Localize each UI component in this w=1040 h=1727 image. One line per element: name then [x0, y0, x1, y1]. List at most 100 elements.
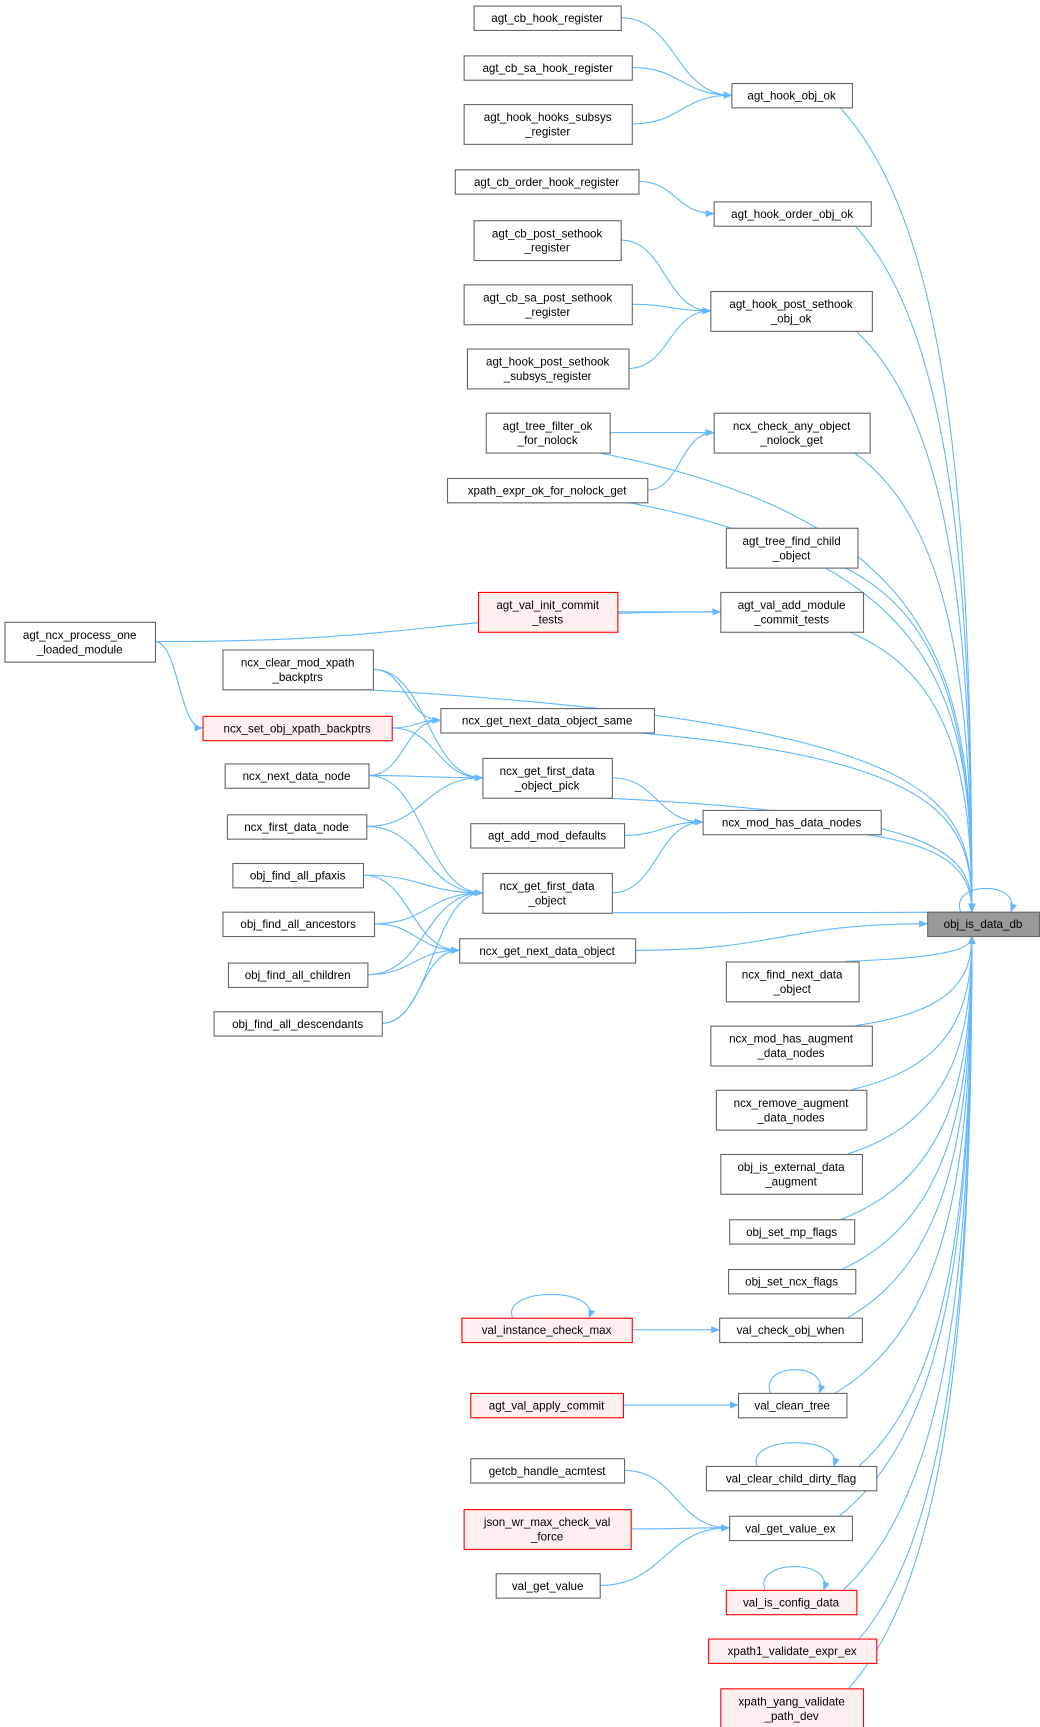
node-box [463, 103, 633, 145]
node-agt_cb_order_hook_register[interactable]: agt_cb_order_hook_register [454, 169, 640, 195]
node-agt_hook_post_sethook_obj_ok[interactable]: agt_hook_post_sethook_obj_ok [710, 290, 873, 332]
node-xpath_expr_ok_for_nolock_get[interactable]: xpath_expr_ok_for_nolock_get [446, 477, 649, 504]
node-agt_val_init_commit_tests[interactable]: agt_val_init_commit_tests [477, 591, 619, 633]
node-obj_find_all_descendants[interactable]: obj_find_all_descendants [213, 1011, 383, 1037]
node-label: agt_add_mod_defaults [488, 830, 606, 843]
node-agt_tree_find_child_object[interactable]: agt_tree_find_child_object [725, 527, 859, 569]
node-label: obj_find_all_pfaxis [250, 870, 346, 883]
node-ncx_set_obj_xpath_backptrs[interactable]: ncx_set_obj_xpath_backptrs [202, 715, 393, 742]
node-label: _tests [531, 613, 563, 626]
node-label: agt_cb_sa_post_sethook [483, 291, 612, 304]
edge-ncx_find_next_data_object-to-obj_is_data_db [845, 935, 976, 962]
node-ncx_check_any_object_nolock_get[interactable]: ncx_check_any_object_nolock_get [713, 412, 871, 454]
node-label: agt_cb_post_sethook [492, 227, 603, 240]
node-agt_cb_sa_post_sethook_register[interactable]: agt_cb_sa_post_sethook _register [463, 284, 633, 326]
node-label: _loaded_module [36, 643, 123, 656]
node-agt_hook_obj_ok[interactable]: agt_hook_obj_ok [731, 82, 854, 109]
node-ncx_mod_has_data_nodes[interactable]: ncx_mod_has_data_nodes [702, 809, 882, 836]
node-label: ncx_get_next_data_object [479, 945, 615, 958]
edge-val_clean_tree-to-val_clean_tree [768, 1369, 826, 1394]
node-obj_find_all_children[interactable]: obj_find_all_children [227, 962, 369, 988]
node-agt_add_mod_defaults[interactable]: agt_add_mod_defaults [470, 823, 626, 849]
node-agt_cb_hook_register[interactable]: agt_cb_hook_register [473, 5, 622, 31]
node-getcb_handle_acmtest[interactable]: getcb_handle_acmtest [470, 1458, 626, 1484]
node-agt_cb_post_sethook_register[interactable]: agt_cb_post_sethook_register [473, 220, 622, 262]
node-agt_tree_filter_ok_for_nolock[interactable]: agt_tree_filter_ok_for_nolock [485, 412, 611, 454]
node-agt_ncx_process_one_loaded_module[interactable]: agt_ncx_process_one_loaded_module [4, 621, 157, 663]
node-label: ncx_get_first_data [500, 880, 595, 893]
node-obj_is_external_data_augment[interactable]: obj_is_external_data_augment [720, 1153, 863, 1195]
node-box [227, 962, 369, 988]
node-val_check_obj_when[interactable]: val_check_obj_when [719, 1317, 863, 1344]
node-agt_val_add_module_commit_tests[interactable]: agt_val_add_module_commit_tests [720, 591, 865, 633]
edge-ncx_clear_mod_xpath_backptrs-to-ncx_get_next_data_object_same [372, 668, 442, 724]
node-agt_cb_sa_hook_register[interactable]: agt_cb_sa_hook_register [463, 55, 633, 81]
node-val_get_value_ex[interactable]: val_get_value_ex [729, 1515, 854, 1542]
node-ncx_remove_augment_data_nodes[interactable]: ncx_remove_augment_data_nodes [715, 1089, 868, 1131]
node-ncx_get_next_data_object[interactable]: ncx_get_next_data_object [459, 938, 637, 964]
node-box [708, 1638, 878, 1664]
edges-layer [154, 17, 1017, 1689]
node-label: _augment [764, 1175, 817, 1188]
node-ncx_clear_mod_xpath_backptrs[interactable]: ncx_clear_mod_xpath_backptrs [222, 649, 374, 691]
node-val_clear_child_dirty_flag[interactable]: val_clear_child_dirty_flag [705, 1465, 878, 1492]
edge-ncx_first_data_node-to-ncx_get_first_data_object_pick [366, 774, 484, 827]
node-label: val_check_obj_when [737, 1324, 845, 1337]
node-label: _path_dev [763, 1710, 818, 1723]
node-label: _object [772, 549, 811, 562]
node-label: obj_is_external_data [737, 1161, 845, 1174]
edge-ncx_get_next_data_object-to-obj_is_data_db [635, 920, 929, 951]
node-box [705, 1465, 878, 1492]
node-label: _object [527, 894, 566, 907]
node-ncx_mod_has_augment_data_nodes[interactable]: ncx_mod_has_augment_data_nodes [710, 1025, 873, 1067]
node-agt_hook_post_sethook_subsys_register[interactable]: agt_hook_post_sethook_subsys_register [466, 348, 630, 390]
edge-ncx_get_next_data_object_same-to-obj_is_data_db [632, 731, 976, 913]
node-xpath_yang_validate_path_dev[interactable]: xpath_yang_validate_path_dev [720, 1688, 865, 1727]
node-obj_find_all_ancestors[interactable]: obj_find_all_ancestors [222, 911, 376, 938]
node-box [720, 1153, 863, 1195]
node-agt_val_apply_commit[interactable]: agt_val_apply_commit [470, 1392, 624, 1419]
node-agt_hook_order_obj_ok[interactable]: agt_hook_order_obj_ok [713, 201, 872, 227]
node-ncx_first_data_node[interactable]: ncx_first_data_node [226, 814, 368, 840]
edge-ncx_get_first_data_object_pick-to-obj_is_data_db [598, 797, 976, 913]
node-obj_set_ncx_flags[interactable]: obj_set_ncx_flags [727, 1268, 857, 1295]
node-box [477, 591, 619, 633]
node-obj_is_data_db[interactable]: obj_is_data_db [927, 911, 1040, 938]
node-box [737, 1392, 848, 1419]
node-label: _data_nodes [756, 1111, 824, 1124]
node-box [720, 591, 865, 633]
node-obj_set_mp_flags[interactable]: obj_set_mp_flags [729, 1219, 856, 1245]
node-label: _force [530, 1531, 563, 1544]
node-val_is_config_data[interactable]: val_is_config_data [725, 1589, 858, 1616]
edge-ncx_get_first_data_object-to-ncx_mod_has_data_nodes [611, 818, 704, 894]
node-xpath1_validate_expr_ex[interactable]: xpath1_validate_expr_ex [708, 1638, 878, 1664]
edge-obj_find_all_pfaxis-to-ncx_get_next_data_object [362, 874, 461, 954]
edge-val_clear_child_dirty_flag-to-val_clear_child_dirty_flag [755, 1442, 840, 1467]
node-box [715, 1089, 868, 1131]
edge-ncx_mod_has_augment_data_nodes-to-obj_is_data_db [855, 935, 976, 1027]
node-box [729, 1219, 856, 1245]
node-agt_hook_hooks_subsys_register[interactable]: agt_hook_hooks_subsys_register [463, 103, 633, 145]
node-label: agt_cb_hook_register [491, 12, 603, 25]
node-val_instance_check_max[interactable]: val_instance_check_max [461, 1317, 633, 1344]
node-ncx_get_next_data_object_same[interactable]: ncx_get_next_data_object_same [440, 708, 655, 734]
node-val_clean_tree[interactable]: val_clean_tree [737, 1392, 848, 1419]
node-label: ncx_first_data_node [244, 821, 349, 834]
node-ncx_get_first_data_object_pick[interactable]: ncx_get_first_data_object_pick [482, 757, 613, 799]
node-box [226, 814, 368, 840]
edge-obj_find_all_ancestors-to-ncx_get_next_data_object [373, 923, 461, 954]
node-box [473, 5, 622, 31]
node-ncx_get_first_data_object[interactable]: ncx_get_first_data_object [482, 872, 613, 914]
edge-agt_cb_sa_hook_register-to-agt_hook_obj_ok [631, 66, 733, 99]
node-label: _register [524, 306, 570, 319]
node-box [232, 862, 365, 889]
node-json_wr_max_check_val_force[interactable]: json_wr_max_check_val_force [463, 1509, 632, 1550]
edge-ncx_next_data_node-to-ncx_get_first_data_object [368, 774, 484, 897]
node-ncx_find_next_data_object[interactable]: ncx_find_next_data_object [725, 961, 860, 1003]
node-val_get_value[interactable]: val_get_value [495, 1573, 601, 1599]
node-ncx_next_data_node[interactable]: ncx_next_data_node [224, 763, 370, 789]
node-label: obj_find_all_children [245, 969, 351, 982]
node-obj_find_all_pfaxis[interactable]: obj_find_all_pfaxis [232, 862, 365, 889]
edge-obj_find_all_ancestors-to-ncx_get_first_data_object [373, 889, 484, 925]
